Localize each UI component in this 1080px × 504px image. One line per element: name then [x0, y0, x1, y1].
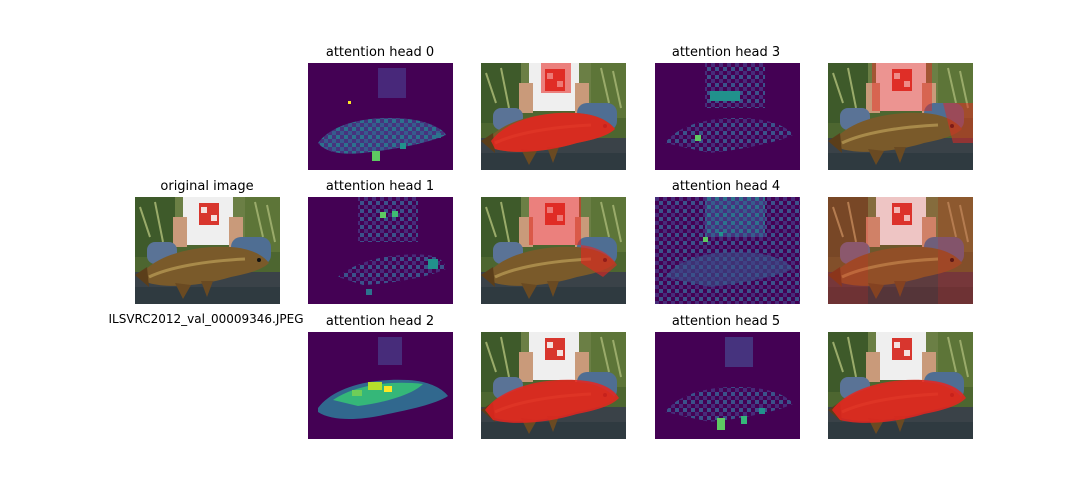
overlay-4: [828, 197, 973, 304]
head-4-heatmap: [655, 197, 800, 304]
heatmap-5: [655, 332, 800, 439]
head-3-heatmap: [655, 63, 800, 170]
head-3-overlay: [828, 63, 973, 170]
original-image-title: original image: [160, 179, 254, 194]
overlay-5: [828, 332, 973, 439]
head-0-heatmap: [308, 63, 453, 170]
head-0-title: attention head 0: [325, 45, 435, 60]
head-1-overlay: [481, 197, 626, 304]
head-2-overlay: [481, 332, 626, 439]
heatmap-1: [308, 197, 453, 304]
heatmap-4: [655, 197, 800, 304]
head-4-title: attention head 4: [671, 179, 781, 194]
head-2-title: attention head 2: [325, 314, 435, 329]
head-5-overlay: [828, 332, 973, 439]
head-5-title: attention head 5: [671, 314, 781, 329]
head-2-heatmap: [308, 332, 453, 439]
image-filename: ILSVRC2012_val_00009346.JPEG: [108, 312, 304, 326]
overlay-0: [481, 63, 626, 170]
heatmap-3: [655, 63, 800, 170]
overlay-1: [481, 197, 626, 304]
head-3-title: attention head 3: [671, 45, 781, 60]
overlay-2: [481, 332, 626, 439]
head-0-overlay: [481, 63, 626, 170]
original-image: [135, 197, 280, 304]
original-photo: [135, 197, 280, 304]
overlay-3: [828, 63, 973, 170]
head-4-overlay: [828, 197, 973, 304]
heatmap-0: [308, 63, 453, 170]
head-5-heatmap: [655, 332, 800, 439]
head-1-title: attention head 1: [325, 179, 435, 194]
heatmap-2: [308, 332, 453, 439]
head-1-heatmap: [308, 197, 453, 304]
